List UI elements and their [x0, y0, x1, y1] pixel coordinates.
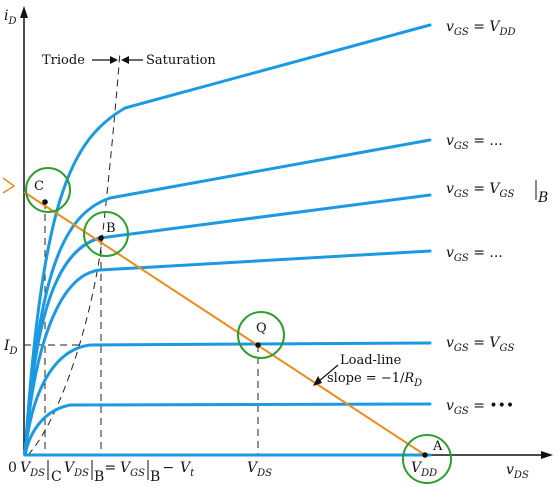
vds-c-tick-label: VDS [20, 460, 45, 479]
x-axis-arrow-icon [541, 451, 553, 459]
load-line-callout [317, 364, 339, 383]
curve-labels: vGS = VDD vGS = ... vGS = VGS B vGS = ..… [446, 19, 548, 417]
vgs-b-bar-sub: B [150, 469, 160, 485]
load-line-left-arrow-icon [2, 177, 16, 194]
curve-label-q: vGS = VGS [446, 335, 515, 354]
curve-label-b: vGS = VGS [446, 181, 515, 200]
axis-labels: iD vDS 0 ID VDS C VDS B = VGS B − Vt [3, 8, 529, 485]
vds-b-bar-sub: B [94, 469, 104, 485]
saturation-label: Saturation [146, 53, 216, 68]
characteristic-curves [23, 23, 432, 457]
point-c-label: C [34, 179, 44, 194]
x-axis-label: vDS [506, 462, 529, 481]
point-c-circle [25, 167, 71, 213]
load-line-callout-arrow-icon [313, 376, 322, 386]
id-tick-label: ID [3, 338, 18, 357]
point-b-dot [98, 235, 104, 241]
y-axis-arrow-icon [20, 6, 28, 18]
vt-minus: − [158, 460, 179, 476]
point-a-circle [402, 434, 452, 484]
region-labels: Triode Saturation [42, 53, 216, 68]
point-b-label: B [106, 221, 116, 236]
vds-b-tick-label: VDS [64, 460, 89, 479]
curve-label-b-bar-sub: B [537, 190, 548, 206]
point-c-dot [42, 199, 48, 205]
vds-q-tick-label: VDS [247, 460, 272, 479]
load-line-title: Load-line [340, 353, 402, 368]
axes [20, 6, 553, 459]
vgs-b-tick-label: VGS [120, 460, 145, 479]
curve-vgs-4 [23, 249, 432, 457]
vds-b-equals: = [100, 460, 121, 476]
curve-label-vdd: vGS = VDD [446, 19, 516, 38]
load-line [2, 177, 426, 456]
point-b-circle [83, 211, 129, 257]
curve-vgs-2 [23, 138, 432, 457]
curve-vgs-vdd [23, 23, 432, 457]
point-q-circle [237, 311, 285, 359]
triode-label: Triode [42, 53, 85, 68]
point-a-dot [422, 452, 428, 458]
vdd-tick-label: VDD [411, 460, 437, 479]
curve-label-4: vGS = ... [446, 245, 503, 264]
load-line-segment [23, 191, 426, 456]
origin-label: 0 [8, 460, 17, 476]
vt-tick-label: Vt [180, 460, 195, 479]
y-axis-label: iD [4, 8, 17, 27]
curve-vgs-q [23, 341, 432, 457]
saturation-arrow-icon [121, 56, 129, 64]
curve-label-6: vGS = ••• [446, 398, 514, 417]
point-a-label: A [432, 439, 443, 454]
point-q-label: Q [256, 321, 267, 336]
point-q-dot [255, 342, 261, 348]
curve-vgs-6 [23, 402, 432, 457]
triode-arrow-icon [110, 56, 118, 64]
vds-c-bar-sub: C [51, 469, 62, 485]
load-line-slope: slope = −1/RD [327, 371, 422, 389]
load-line-annotation: Load-line slope = −1/RD [327, 353, 422, 389]
curve-label-2: vGS = ... [446, 133, 503, 152]
operating-points: C B Q A [25, 167, 452, 484]
